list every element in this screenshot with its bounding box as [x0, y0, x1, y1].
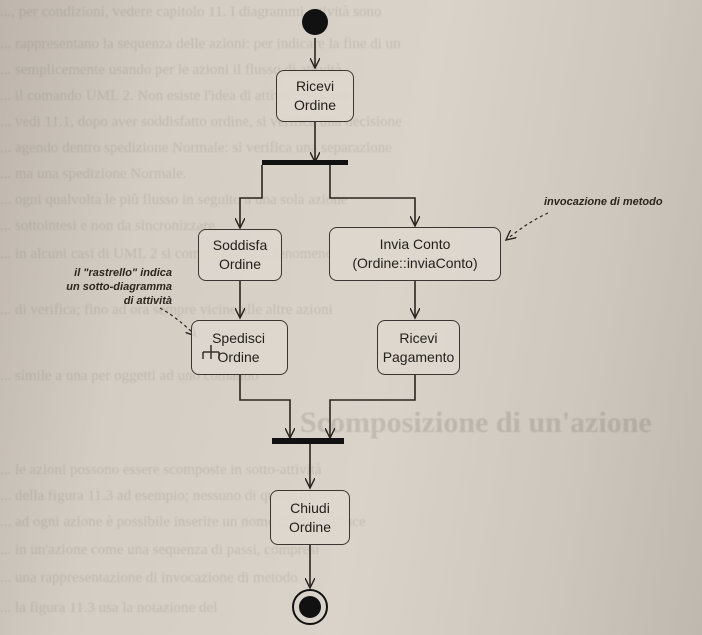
action-label: Invia Conto (Ordine::inviaConto)	[352, 236, 478, 271]
action-spedisci-ordine: Spedisci Ordine	[191, 320, 288, 375]
action-ricevi-pagamento: Ricevi Pagamento	[377, 320, 460, 375]
background-text-line: ... sottointesi e non da sincronizzare	[0, 218, 215, 234]
background-text-line: ... rappresentano la sequenza delle azio…	[0, 36, 401, 52]
background-text-line: ... ma una spedizione Normale.	[0, 166, 187, 182]
background-text-line: ... ogni qualvolta le più flusso in segu…	[0, 192, 348, 208]
background-text-line: ... agendo dentro spedizione Normale: si…	[0, 140, 392, 156]
background-heading: Scomposizione di un'azione	[300, 406, 652, 439]
action-label: Ricevi Pagamento	[382, 329, 455, 365]
action-ricevi-ordine: Ricevi Ordine	[276, 70, 354, 122]
action-label: Chiudi Ordine	[288, 499, 332, 535]
flow-fork-invia	[329, 165, 415, 226]
action-soddisfa-ordine: Soddisfa Ordine	[198, 229, 282, 281]
background-text-line: ... una rappresentazione di invocazione …	[0, 570, 298, 586]
background-text-line: ... il comando UML 2. Non esiste l'idea …	[0, 88, 350, 104]
rake-icon	[202, 345, 220, 359]
background-text-line: ... della figura 11.3 ad esempio; nessun…	[0, 488, 314, 504]
background-text-line: ... in un'azione come una sequenza di pa…	[0, 542, 320, 558]
background-text-line: ... le azioni possono essere scomposte i…	[0, 462, 322, 478]
flow-spedisci-join	[239, 375, 290, 438]
background-text-line: ... la figura 11.3 usa la notazione del	[0, 600, 218, 616]
background-text-line: ..., per condizioni, vedere capitolo 11.…	[0, 4, 382, 20]
join-bar	[272, 438, 344, 444]
background-text-line: ... semplicemente usando per le azioni i…	[0, 62, 342, 78]
background-text-line: ... di verifica; fino ad ora sempre vici…	[0, 302, 333, 318]
action-label: Soddisfa Ordine	[212, 237, 268, 272]
action-label: Ricevi Ordine	[293, 78, 337, 113]
flow-fork-soddisfa	[240, 165, 263, 228]
final-node-core	[299, 596, 321, 618]
note-rastrello: il "rastrello" indica un sotto-diagramma…	[66, 267, 172, 307]
initial-node	[302, 9, 328, 35]
fork-bar	[262, 160, 348, 165]
action-label: Spedisci Ordine	[212, 329, 265, 365]
action-chiudi-ordine: Chiudi Ordine	[270, 490, 350, 545]
action-invia-conto: Invia Conto (Ordine::inviaConto)	[329, 227, 501, 281]
note-invocazione-metodo: invocazione di metodo	[544, 196, 663, 208]
final-node-ring	[292, 589, 328, 625]
note-leader-invocazione	[506, 212, 549, 240]
flow-pagamento-join	[330, 375, 416, 438]
